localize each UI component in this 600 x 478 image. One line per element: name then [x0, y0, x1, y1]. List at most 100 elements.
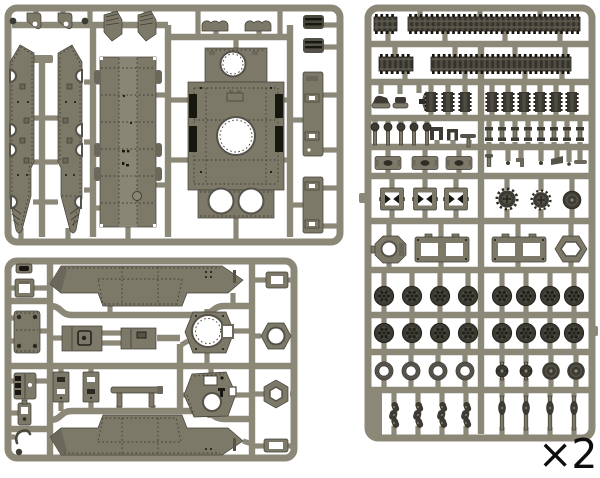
- round-head-pin: [422, 122, 432, 146]
- road-wheel: [373, 322, 395, 344]
- sprue-b-lower-hull: [4, 257, 298, 462]
- road-wheel: [515, 322, 537, 344]
- track-guard-ends: [103, 10, 157, 42]
- tyre-rings: [373, 360, 476, 382]
- engine-deck-plate: [94, 56, 162, 228]
- return-roller: [495, 361, 509, 381]
- t-pin: [549, 126, 559, 142]
- tyre-ring: [427, 360, 449, 382]
- clamps-and-pins: [430, 127, 476, 148]
- tyre-ring: [454, 360, 476, 382]
- track-link-section: [533, 91, 547, 113]
- detail-plate: [445, 156, 473, 170]
- t-pin: [484, 126, 494, 142]
- runner-stub: [179, 338, 190, 348]
- tyre-ring: [373, 360, 395, 382]
- right-column-fittings: [260, 271, 292, 453]
- axle-pin: [545, 395, 555, 431]
- track-fittings: [371, 91, 427, 112]
- detail-plate: [374, 156, 402, 170]
- axle-pin: [497, 395, 507, 431]
- equipment-boxes: [61, 325, 157, 352]
- track-link-section: [565, 91, 579, 113]
- sponson-panel-bottom: [49, 414, 244, 456]
- sprue-a-upper-hull: [4, 4, 344, 246]
- square-hatch-frame: [411, 187, 439, 211]
- detail-plates: [52, 371, 100, 403]
- track-run: [407, 16, 581, 32]
- round-head-pin: [409, 122, 419, 146]
- curved-track-link: [388, 401, 400, 429]
- road-wheel: [429, 322, 451, 344]
- track-link-section: [441, 91, 455, 113]
- road-wheel: [401, 285, 423, 307]
- road-wheel: [539, 322, 561, 344]
- side-beams: [302, 71, 324, 234]
- hull-side-plate-right: [57, 44, 83, 234]
- left-column-fittings: [13, 263, 41, 456]
- track-link-section: [458, 91, 472, 113]
- t-pin: [536, 126, 546, 142]
- road-wheel: [515, 285, 537, 307]
- road-wheel: [491, 285, 513, 307]
- rollers-and-drums: [495, 361, 586, 381]
- hull-roof: [187, 47, 285, 219]
- small-fittings: [485, 154, 587, 167]
- runner-slab: [371, 390, 382, 437]
- road-wheel: [373, 285, 395, 307]
- road-wheel: [429, 285, 451, 307]
- track-run: [378, 56, 414, 72]
- axle-pins: [497, 395, 579, 431]
- track-link-section: [485, 91, 499, 113]
- round-head-pin: [383, 122, 393, 146]
- gun-barrel-bench: [110, 386, 163, 408]
- round-head-pin: [396, 122, 406, 146]
- turret-ring: [184, 311, 235, 354]
- track-link-section: [517, 91, 531, 113]
- gate-tab: [359, 193, 369, 203]
- suspension-mounts: [370, 233, 588, 264]
- curved-track-link: [460, 401, 472, 429]
- detail-plate: [411, 156, 439, 170]
- idler-drum: [541, 361, 561, 381]
- road-wheel: [457, 322, 479, 344]
- curved-track-links: [388, 401, 472, 429]
- return-roller: [519, 361, 533, 381]
- road-wheel: [539, 285, 561, 307]
- road-wheel: [563, 322, 585, 344]
- curved-track-link: [412, 401, 424, 429]
- track-link-section: [501, 91, 515, 113]
- t-pin: [523, 126, 533, 142]
- t-pin: [510, 126, 520, 142]
- turret-roof: [183, 371, 237, 418]
- gate-tab: [589, 326, 598, 336]
- road-wheel: [491, 322, 513, 344]
- hull-side-plate-left: [9, 44, 35, 234]
- track-run: [373, 16, 398, 32]
- square-hatch-frame: [442, 187, 470, 211]
- t-pin: [562, 126, 572, 142]
- track-run: [430, 56, 572, 72]
- axle-pin: [521, 395, 531, 431]
- road-wheel: [401, 322, 423, 344]
- round-head-pin: [370, 122, 380, 146]
- tyre-ring: [400, 360, 422, 382]
- road-wheel: [457, 285, 479, 307]
- axle-pin: [569, 395, 579, 431]
- exhaust-blocks: [303, 15, 324, 53]
- small-fittings: [9, 12, 89, 30]
- drive-sprockets: [495, 187, 582, 211]
- curved-track-link: [436, 401, 448, 429]
- suspension-bogies: [201, 20, 272, 32]
- t-pin: [497, 126, 507, 142]
- sprue-c-running-gear: [359, 4, 598, 442]
- sponson-panel-top: [49, 265, 244, 307]
- t-pin: [575, 126, 585, 142]
- track-link-section: [424, 91, 438, 113]
- road-wheel: [563, 285, 585, 307]
- square-hatch-frame: [378, 187, 406, 211]
- idler-drum: [566, 361, 586, 381]
- runner-stub: [242, 438, 253, 447]
